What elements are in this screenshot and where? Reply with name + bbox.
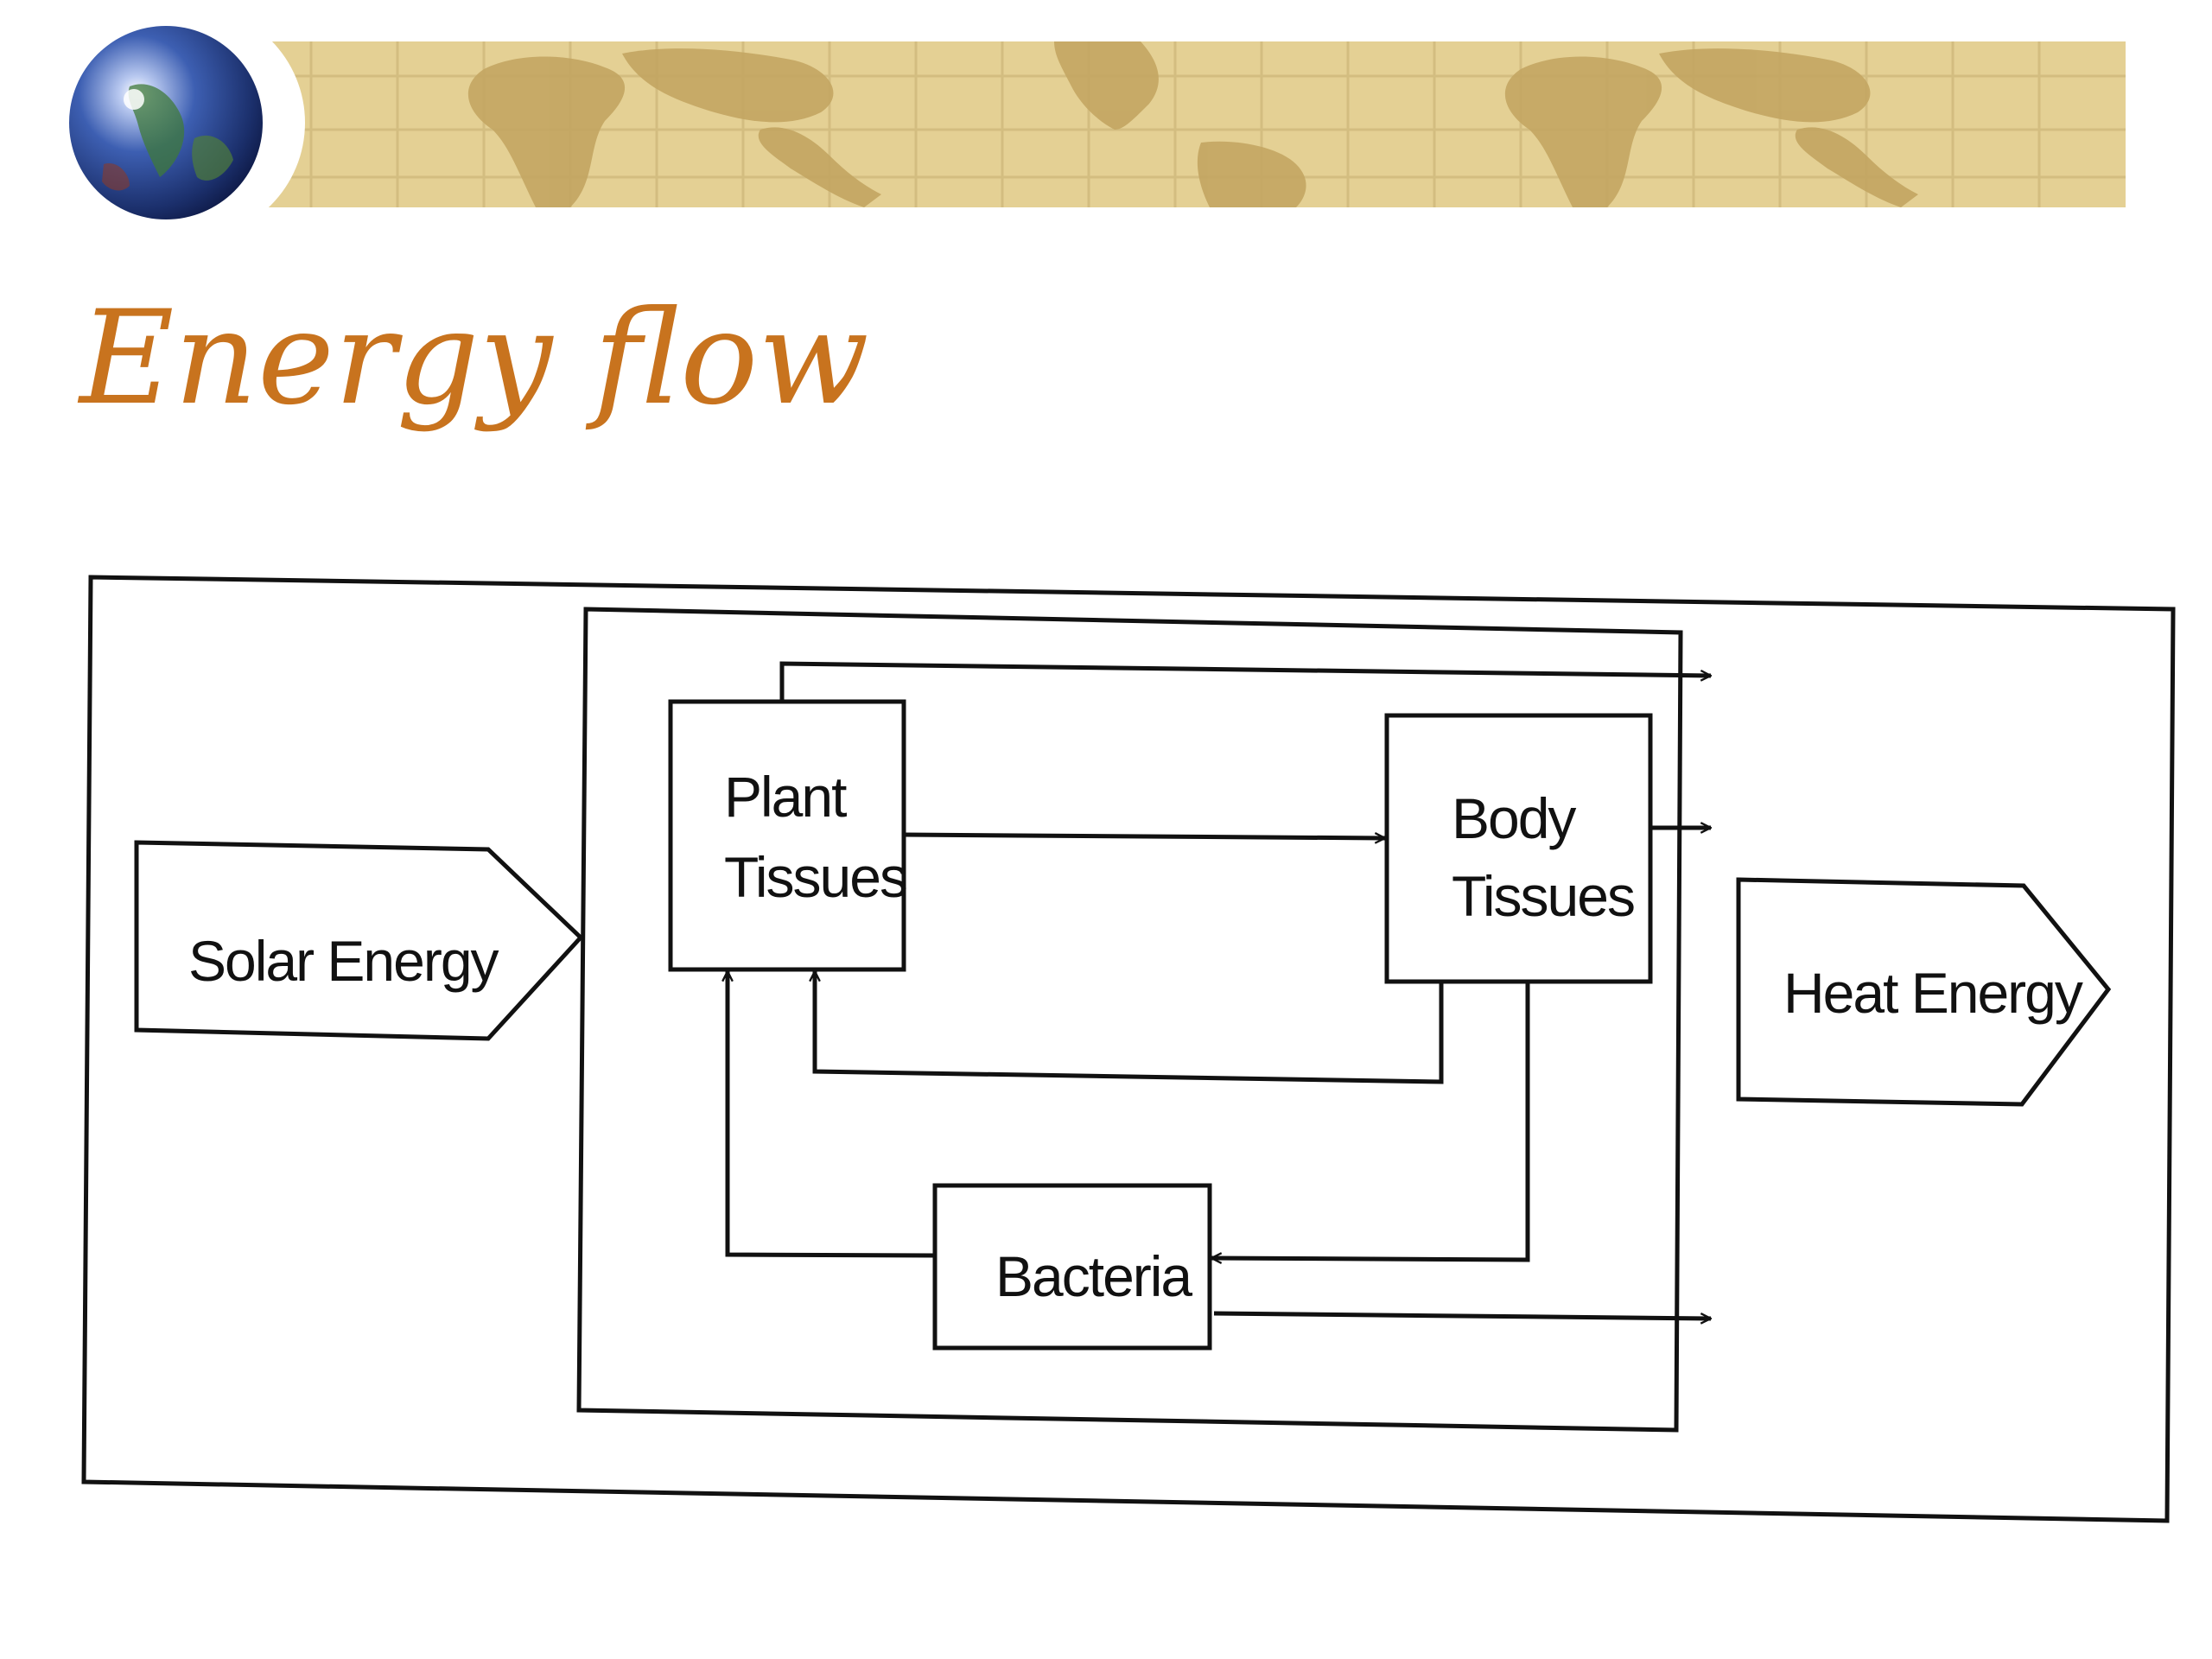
- outer-frame: [81, 575, 2176, 1523]
- slide-title: Energy flow: [79, 283, 869, 434]
- plant-tissues-label-line1: Plant: [724, 765, 847, 829]
- heat-energy-shape: [1736, 877, 2112, 1107]
- heat-energy-label: Heat Energy: [1783, 961, 2083, 1025]
- ecosystem-frame: [576, 607, 1683, 1433]
- solar-energy-label: Solar Energy: [188, 929, 499, 993]
- arrow-bacteria-to-plant: [728, 971, 936, 1258]
- globe-icon: [69, 26, 263, 219]
- body-tissues-label-line2: Tissues: [1452, 864, 1634, 928]
- body-tissues-label-line1: Body: [1452, 786, 1576, 850]
- bacteria-box: [932, 1183, 1212, 1351]
- plant-tissues-box: [668, 699, 906, 972]
- solar-energy-shape: [134, 840, 584, 1041]
- arrow-bacteria-heat-loss: [1213, 1311, 1711, 1319]
- arrow-plant-to-body: [903, 835, 1385, 838]
- header-banner: [69, 6, 2126, 239]
- arrow-body-to-bacteria: [1211, 982, 1530, 1260]
- arrow-body-to-plant: [815, 971, 1444, 1084]
- world-map-strip: [259, 41, 2126, 207]
- energy-flow-diagram: Solar Energy Heat Energy Plant Tissues B…: [81, 575, 2176, 1523]
- bacteria-label: Bacteria: [995, 1244, 1192, 1308]
- plant-tissues-label-line2: Tissues: [724, 845, 906, 909]
- body-tissues-box: [1384, 713, 1653, 984]
- arrow-plant-heat-loss: [779, 661, 1711, 702]
